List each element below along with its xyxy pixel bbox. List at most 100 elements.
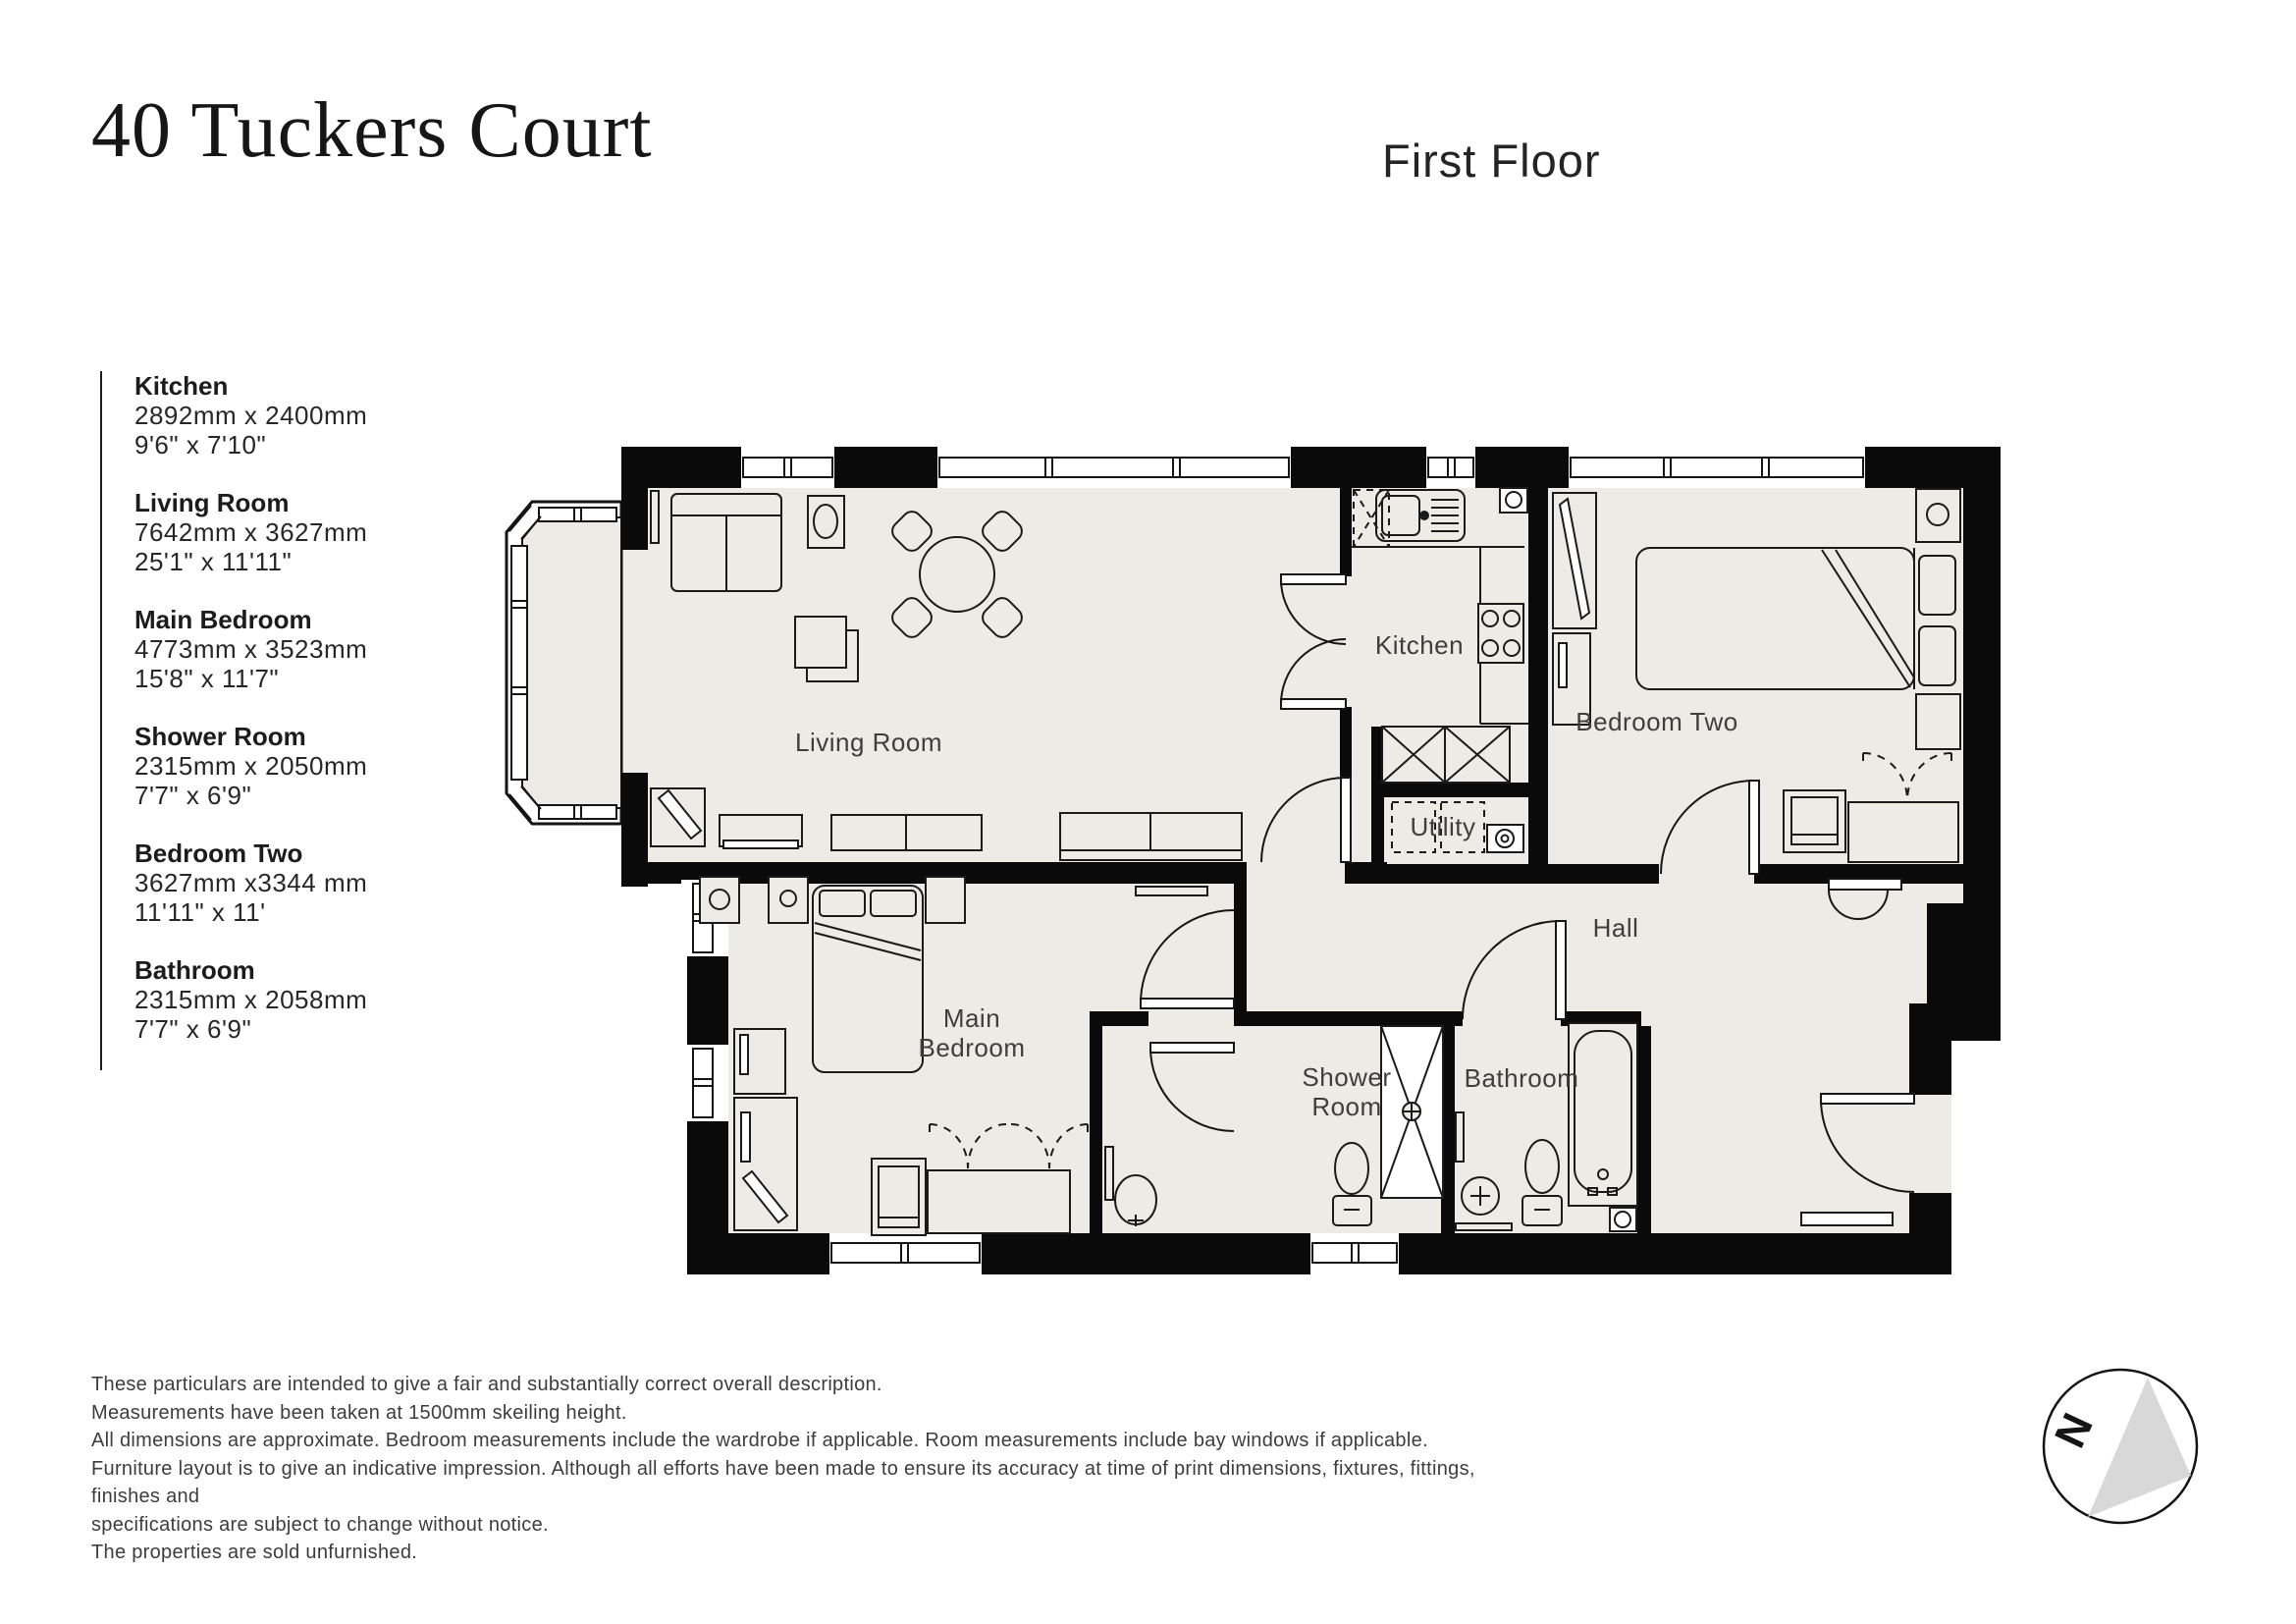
- floor-name-label: First Floor: [1382, 135, 1601, 187]
- window-bedroom-two: [1569, 447, 1865, 488]
- window-bedroom-left-2: [681, 1045, 728, 1121]
- shower-enclosure: [1380, 1025, 1444, 1199]
- boiler-utility: [1486, 824, 1524, 853]
- sofa-2: [1059, 812, 1243, 861]
- room-name: Bathroom: [134, 955, 255, 985]
- window-bedroom-bottom: [829, 1233, 982, 1274]
- disclaimer-line: specifications are subject to change wit…: [91, 1513, 549, 1536]
- room-name: Living Room: [134, 488, 290, 517]
- wardrobe-tall: [1552, 492, 1597, 629]
- window-kitchen: [1426, 447, 1475, 488]
- door-bedroom-two: [1660, 780, 1760, 875]
- list-item-living-room: Living Room 7642mm x 3627mm 25'1" x 11'1…: [134, 488, 424, 576]
- toilet: [1332, 1142, 1372, 1226]
- corner-tv-unit: [650, 787, 706, 847]
- list-item-shower-room: Shower Room 2315mm x 2050mm 7'7" x 6'9": [134, 722, 424, 810]
- room-name: Kitchen: [134, 371, 229, 401]
- toilet: [1522, 1139, 1563, 1226]
- room-labels: Living Room Kitchen Bedroom Two Utility …: [795, 630, 1737, 1121]
- wardrobe-base: [927, 1169, 1071, 1234]
- door-bathroom: [1462, 920, 1567, 1020]
- room-metric: 7642mm x 3627mm: [134, 517, 368, 547]
- radiator: [650, 490, 660, 544]
- sofa: [670, 493, 782, 592]
- wardrobe-bifold-doors: [1862, 752, 1952, 801]
- living-room-furniture: [650, 490, 1243, 896]
- label-main-bedroom-line1: Main: [943, 1003, 1000, 1033]
- disclaimer-line: Measurements have been taken at 1500mm s…: [91, 1401, 627, 1424]
- door-kitchen-double: [1280, 573, 1347, 710]
- wardrobe-left: [733, 1097, 798, 1231]
- page-title: 40 Tuckers Court: [91, 87, 653, 174]
- bathtub: [1568, 1022, 1638, 1207]
- disclaimer-line: The properties are sold unfurnished.: [91, 1542, 418, 1563]
- list-item-kitchen: Kitchen 2892mm x 2400mm 9'6" x 7'10": [134, 371, 424, 460]
- room-imperial: 15'8" x 11'7": [134, 664, 280, 693]
- disclaimer: These particulars are intended to give a…: [91, 1371, 1524, 1567]
- room-name: Main Bedroom: [134, 605, 312, 634]
- desk: [733, 1028, 786, 1095]
- room-metric: 3627mm x3344 mm: [134, 868, 368, 897]
- side-table-lamp: [807, 495, 845, 549]
- dashed-corner-unit: [1353, 489, 1390, 548]
- label-bathroom: Bathroom: [1465, 1063, 1579, 1093]
- hob: [1477, 603, 1524, 664]
- window-shower-bottom: [1310, 1233, 1399, 1274]
- room-metric: 2315mm x 2058mm: [134, 985, 368, 1014]
- label-bedroom-two: Bedroom Two: [1575, 707, 1737, 736]
- nest-of-tables: [794, 616, 859, 682]
- wardrobe-base: [1847, 801, 1959, 863]
- label-hall: Hall: [1593, 913, 1639, 943]
- disclaimer-line: All dimensions are approximate. Bedroom …: [91, 1430, 1428, 1451]
- label-shower-room-line2: Room: [1311, 1092, 1381, 1121]
- doors: [1140, 573, 1915, 1193]
- cabinet: [1552, 632, 1591, 726]
- room-imperial: 11'11" x 11': [134, 897, 266, 927]
- towel-rail: [1104, 1146, 1114, 1201]
- room-imperial: 25'1" x 11'11": [134, 547, 293, 576]
- label-living-room: Living Room: [795, 728, 942, 757]
- boiler-bathroom: [1609, 1207, 1637, 1232]
- room-imperial: 7'7" x 6'9": [134, 1014, 252, 1044]
- chair: [871, 1158, 927, 1236]
- compass: N: [2042, 1368, 2199, 1525]
- tall-cupboards: [1381, 726, 1511, 784]
- desk-and-chair: [1783, 789, 1846, 853]
- label-utility: Utility: [1410, 812, 1475, 841]
- hall-cupboard-doors: [1828, 878, 1902, 920]
- room-imperial: 7'7" x 6'9": [134, 781, 252, 810]
- list-item-main-bedroom: Main Bedroom 4773mm x 3523mm 15'8" x 11'…: [134, 605, 424, 693]
- door-entrance: [1820, 1093, 1915, 1193]
- disclaimer-line: These particulars are intended to give a…: [91, 1374, 882, 1395]
- wall-shelf: [1455, 1111, 1465, 1163]
- bedside-table-lamp: [1915, 488, 1961, 543]
- shower-room-fixtures: [1104, 1025, 1444, 1226]
- tv-bench-1: [719, 814, 803, 849]
- bay-window: [505, 500, 623, 826]
- disclaimer-line: Furniture layout is to give an indicativ…: [91, 1457, 1475, 1508]
- bedside-unit: [1915, 693, 1961, 750]
- double-bed: [1635, 547, 1956, 690]
- kitchen-sink: [1375, 489, 1466, 542]
- double-bed: [812, 885, 924, 1073]
- list-item-bedroom-two: Bedroom Two 3627mm x3344 mm 11'11" x 11': [134, 839, 424, 927]
- room-metric: 2892mm x 2400mm: [134, 401, 368, 430]
- label-kitchen: Kitchen: [1375, 630, 1464, 660]
- room-imperial: 9'6" x 7'10": [134, 430, 267, 460]
- room-metric: 4773mm x 3523mm: [134, 634, 368, 664]
- bedroom-two-furniture: [1552, 488, 1961, 863]
- compass-needle: [2088, 1378, 2191, 1517]
- washbasin: [1114, 1174, 1157, 1226]
- dresser-lamp: [699, 876, 740, 924]
- tv-bench-2: [830, 814, 983, 851]
- kitchen-fixtures: [1352, 487, 1528, 784]
- room-name: Bedroom Two: [134, 839, 303, 868]
- room-name: Shower Room: [134, 722, 306, 751]
- wardrobe-bifold-doors: [929, 1123, 1089, 1169]
- room-metric: 2315mm x 2050mm: [134, 751, 368, 781]
- bedside-left: [768, 876, 809, 924]
- door-shower-room: [1149, 1042, 1235, 1132]
- dining-table-and-chairs: [891, 511, 1023, 638]
